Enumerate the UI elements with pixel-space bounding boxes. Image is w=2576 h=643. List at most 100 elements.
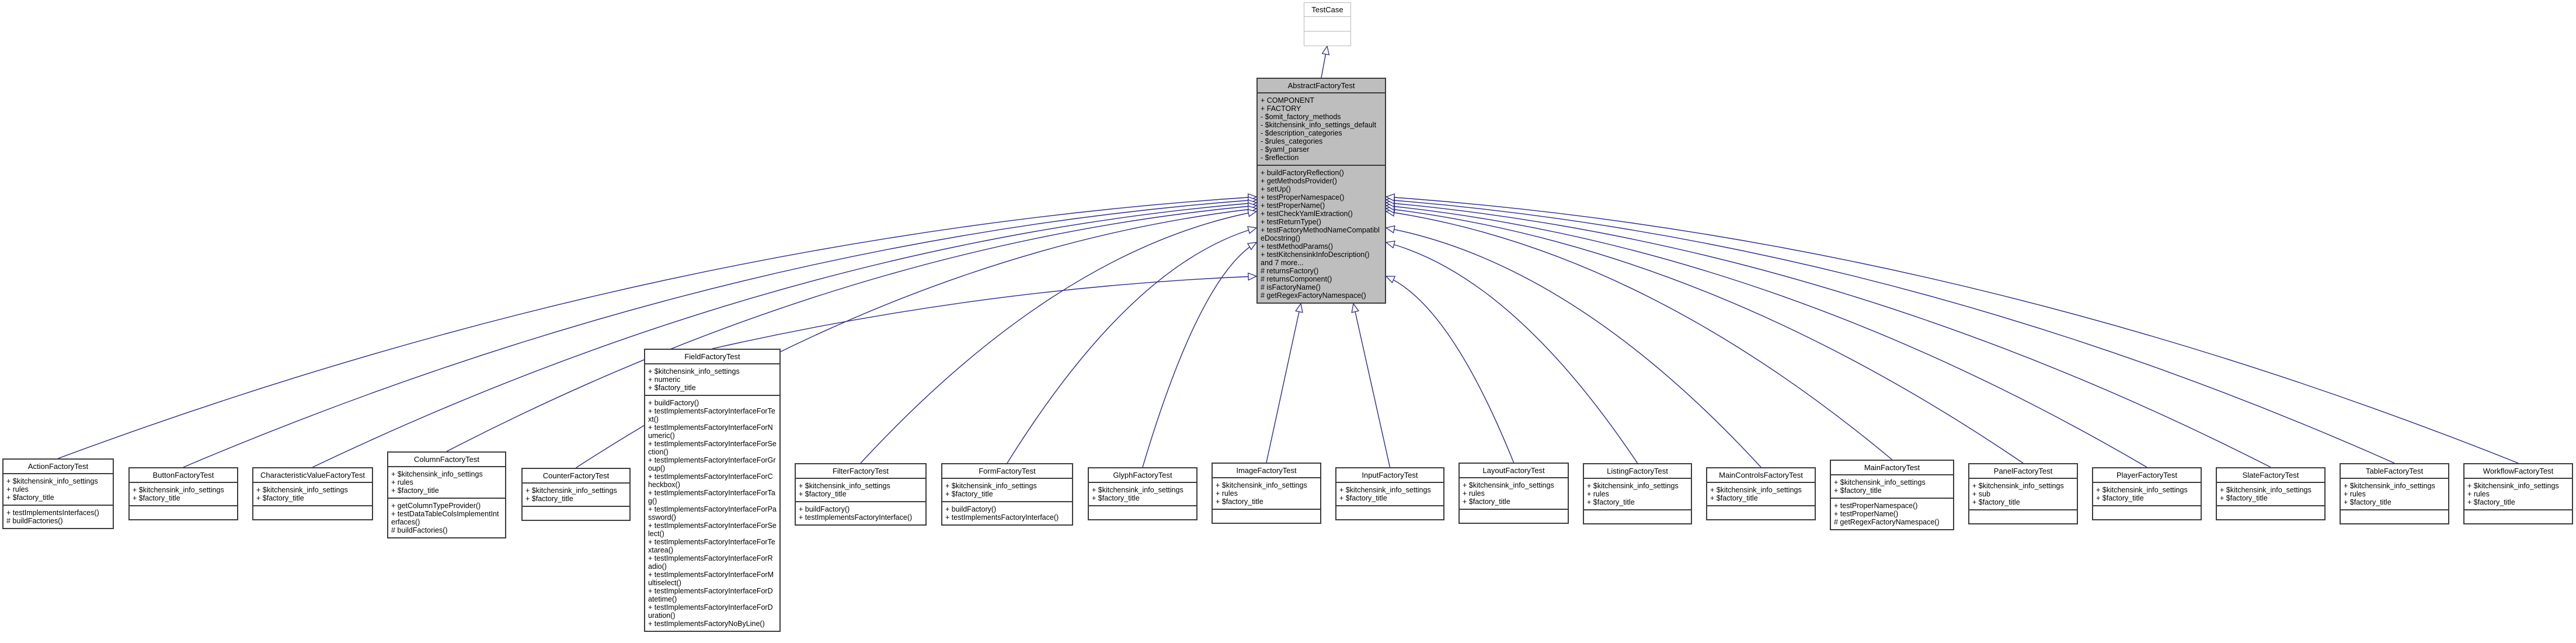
class-node-MainControlsFactoryTest[interactable]: MainControlsFactoryTest+ $kitchensink_in… [1706,467,1816,520]
inheritance-edge [1007,226,1258,464]
inheritance-edge [1385,276,1515,463]
class-node-PlayerFactoryTest[interactable]: PlayerFactoryTest+ $kitchensink_info_set… [2092,467,2202,520]
attribute-row: + $kitchensink_info_settings [2467,482,2559,490]
attribute-row: + numeric [648,376,681,384]
class-node-ImageFactoryTest[interactable]: ImageFactoryTest+ $kitchensink_info_sett… [1212,463,1321,524]
class-name: GlyphFactoryTest [1113,471,1172,479]
attribute-row: + $kitchensink_info_settings [2344,482,2435,490]
methods-compartment [130,505,237,519]
class-node-FieldFactoryTest[interactable]: FieldFactoryTest+ $kitchensink_info_sett… [644,349,781,632]
inheritance-edge [1266,303,1303,463]
class-name: LayoutFactoryTest [1482,466,1545,475]
inheritance-edge [712,272,1258,349]
class-node-AbstractFactoryTest[interactable]: AbstractFactoryTest+ COMPONENT+ FACTORY-… [1256,78,1386,304]
class-name: MainControlsFactoryTest [1719,471,1803,479]
class-name: ActionFactoryTest [27,462,89,471]
method-row: + buildFactoryReflection() [1261,169,1344,177]
attribute-row: + $kitchensink_info_settings [133,486,224,494]
attributes-compartment: + $kitchensink_info_settings+ rules+ $fa… [388,466,505,498]
attribute-row: + $kitchensink_info_settings [256,486,348,494]
attribute-row: + $factory_title [1710,494,1758,502]
class-name: InputFactoryTest [1362,471,1418,479]
methods-compartment: + buildFactory()+ testImplementsFactoryI… [942,501,1072,524]
attribute-row: + $factory_title [945,490,993,498]
attributes-compartment: + $kitchensink_info_settings+ rules+ $fa… [1460,477,1568,509]
class-node-TableFactoryTest[interactable]: TableFactoryTest+ $kitchensink_info_sett… [2340,463,2449,524]
methods-compartment [1460,509,1568,523]
class-node-GlyphFactoryTest[interactable]: GlyphFactoryTest + $kitchensink_info_sett… [1088,467,1198,520]
attribute-row: + $factory_title [133,494,180,502]
method-row: + testProperName() [1834,510,1899,518]
attribute-row: + $factory_title [1587,498,1635,506]
method-row: + testImplementsFactoryInterfaceForRadio… [648,554,773,571]
methods-compartment: + testImplementsInterfaces()# buildFacto… [4,505,113,528]
method-row: + buildFactory() [799,505,850,513]
class-node-FilterFactoryTest[interactable]: FilterFactoryTest+ $kitchensink_info_set… [795,463,927,526]
class-node-InputFactoryTest[interactable]: InputFactoryTest + $kitchensink_info_sett… [1335,467,1444,520]
method-row: + testImplementsFactoryInterfaceForText(… [648,407,775,423]
method-row: and 7 more... [1261,259,1304,267]
class-node-ActionFactoryTest[interactable]: ActionFactoryTest + $kitchensink_info_set… [2,458,114,529]
class-node-FormFactoryTest[interactable]: FormFactoryTest+ $kitchensink_info_setti… [941,463,1073,526]
method-row: + testImplementsFactoryInterface() [945,513,1059,522]
class-node-MainFactoryTest[interactable]: MainFactoryTest+ $kitchensink_info_setti… [1830,460,1954,530]
class-node-PanelFactoryTest[interactable]: PanelFactoryTest+ $kitchensink_info_sett… [1968,463,2078,524]
inheritance-edge [1385,205,2024,464]
class-node-CharacteristicValueFactoryTest[interactable]: CharacteristicValueFactoryTest+ $kitchen… [252,467,373,520]
class-name: SlateFactoryTest [2242,471,2299,479]
attributes-compartment: + $kitchensink_info_settings+ numeric+ $… [645,363,779,395]
method-row: + testImplementsFactoryInterfaceForMulti… [648,571,774,587]
attribute-row: + $factory_title [2220,494,2268,502]
method-row: + testReturnType() [1261,218,1321,226]
inheritance-edge [860,208,1258,464]
class-node-ButtonFactoryTest[interactable]: ButtonFactoryTest+ $kitchensink_info_set… [128,467,238,520]
attribute-row: + $factory_title [391,486,439,495]
attribute-row: + $kitchensink_info_settings [1463,481,1554,489]
attributes-compartment: + $kitchensink_info_settings+ rules+ $fa… [2464,478,2572,509]
methods-compartment: + buildFactoryReflection()+ getMethodsPr… [1258,165,1385,303]
class-node-LayoutFactoryTest[interactable]: LayoutFactoryTest + $kitchensink_info_set… [1458,463,1569,524]
attributes-compartment: + $kitchensink_info_settings+ rules+ $fa… [4,473,113,505]
attribute-row: + sub [1972,490,1990,498]
attribute-row: + $factory_title [1092,494,1140,502]
inheritance-edge [312,199,1258,468]
class-name: TestCase [1311,5,1343,14]
inheritance-edge [1351,303,1391,468]
class-node-TestCase[interactable]: TestCase [1304,2,1351,46]
class-node-ColumnFactoryTest[interactable]: ColumnFactoryTest+ $kitchensink_info_set… [387,451,506,538]
attribute-row: + $factory_title [1216,498,1263,506]
attributes-compartment: + $kitchensink_info_settings+ rules+ $fa… [1584,478,1691,509]
methods-compartment: + buildFactory()+ testImplementsFactoryI… [796,501,925,524]
methods-compartment [2341,509,2448,523]
attribute-row: + $kitchensink_info_settings [2096,486,2188,494]
method-row: + buildFactory() [648,399,699,407]
attributes-compartment: + $kitchensink_info_settings+ $factory_t… [1336,482,1443,505]
class-name: WorkflowFactoryTest [2483,467,2554,475]
method-row: + testProperNamespace() [1834,502,1918,510]
attributes-compartment: + $kitchensink_info_settings+ $factory_t… [2217,482,2324,505]
attribute-row: + $kitchensink_info_settings [6,477,98,485]
attribute-row: + $kitchensink_info_settings [525,486,617,495]
attributes-compartment: + $kitchensink_info_settings+ $factory_t… [1089,482,1196,505]
attribute-row: - $kitchensink_info_settings_default [1261,121,1377,129]
method-row: + testProperNamespace() [1261,193,1345,201]
attribute-row: + $factory_title [525,495,573,503]
attribute-row: + $factory_title [256,494,304,502]
method-row: # buildFactories() [6,517,63,525]
attribute-row: + $kitchensink_info_settings [1092,486,1183,494]
attribute-row: + $kitchensink_info_settings [945,482,1037,490]
methods-compartment [523,506,629,520]
class-node-CounterFactoryTest[interactable]: CounterFactoryTest+ $kitchensink_info_se… [521,468,631,521]
class-node-WorkflowFactoryTest[interactable]: WorkflowFactoryTest + $kitchensink_info_s… [2463,463,2573,524]
attribute-row: + $factory_title [1339,494,1387,502]
methods-compartment [2093,505,2201,519]
inheritance-edge [1385,240,1638,464]
attribute-row: + $factory_title [2344,498,2391,506]
method-row: + getMethodsProvider() [1261,177,1337,185]
attributes-compartment: + $kitchensink_info_settings+ rules+ $fa… [2341,478,2448,509]
class-node-SlateFactoryTest[interactable]: SlateFactoryTest + $kitchensink_info_sett… [2216,467,2326,520]
attribute-row: + $factory_title [2096,494,2144,502]
methods-compartment [1089,505,1196,519]
class-node-ListingFactoryTest[interactable]: ListingFactoryTest+ $kitchensink_info_se… [1583,463,1692,524]
